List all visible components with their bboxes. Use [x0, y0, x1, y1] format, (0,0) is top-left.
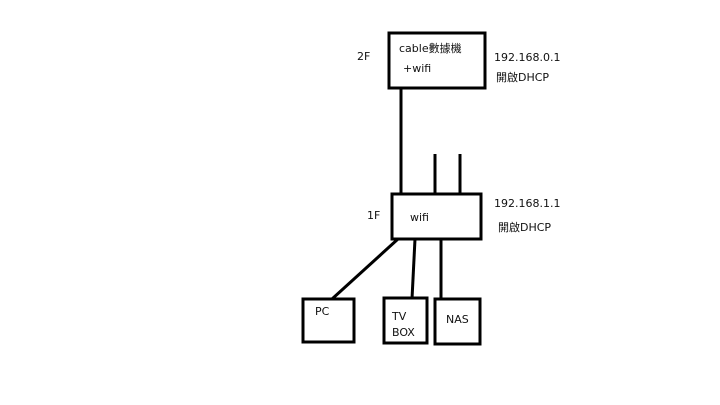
modem-ip: 192.168.0.1 [494, 51, 560, 64]
router-floor-label: 1F [367, 209, 380, 222]
tvbox-box [382, 296, 429, 345]
cable-to-tvbox [410, 238, 417, 300]
router-ip: 192.168.1.1 [494, 197, 560, 210]
router-dhcp: 開啟DHCP [498, 220, 551, 234]
router-label: wifi [410, 211, 429, 224]
nas-label: NAS [446, 313, 469, 326]
cable-to-pc [330, 237, 400, 301]
router-box [390, 192, 483, 241]
tvbox-label-line2: BOX [392, 326, 415, 339]
modem-floor-label: 2F [357, 50, 370, 63]
modem-label-line2: +wifi [403, 62, 431, 75]
modem-label-line1: cable數據機 [399, 41, 462, 55]
modem-dhcp: 開啟DHCP [496, 70, 549, 84]
modem-box [387, 31, 487, 90]
nas-box [433, 297, 482, 346]
pc-label: PC [315, 305, 330, 318]
tvbox-label-line1: TV [391, 310, 407, 323]
pc-box [301, 297, 356, 344]
